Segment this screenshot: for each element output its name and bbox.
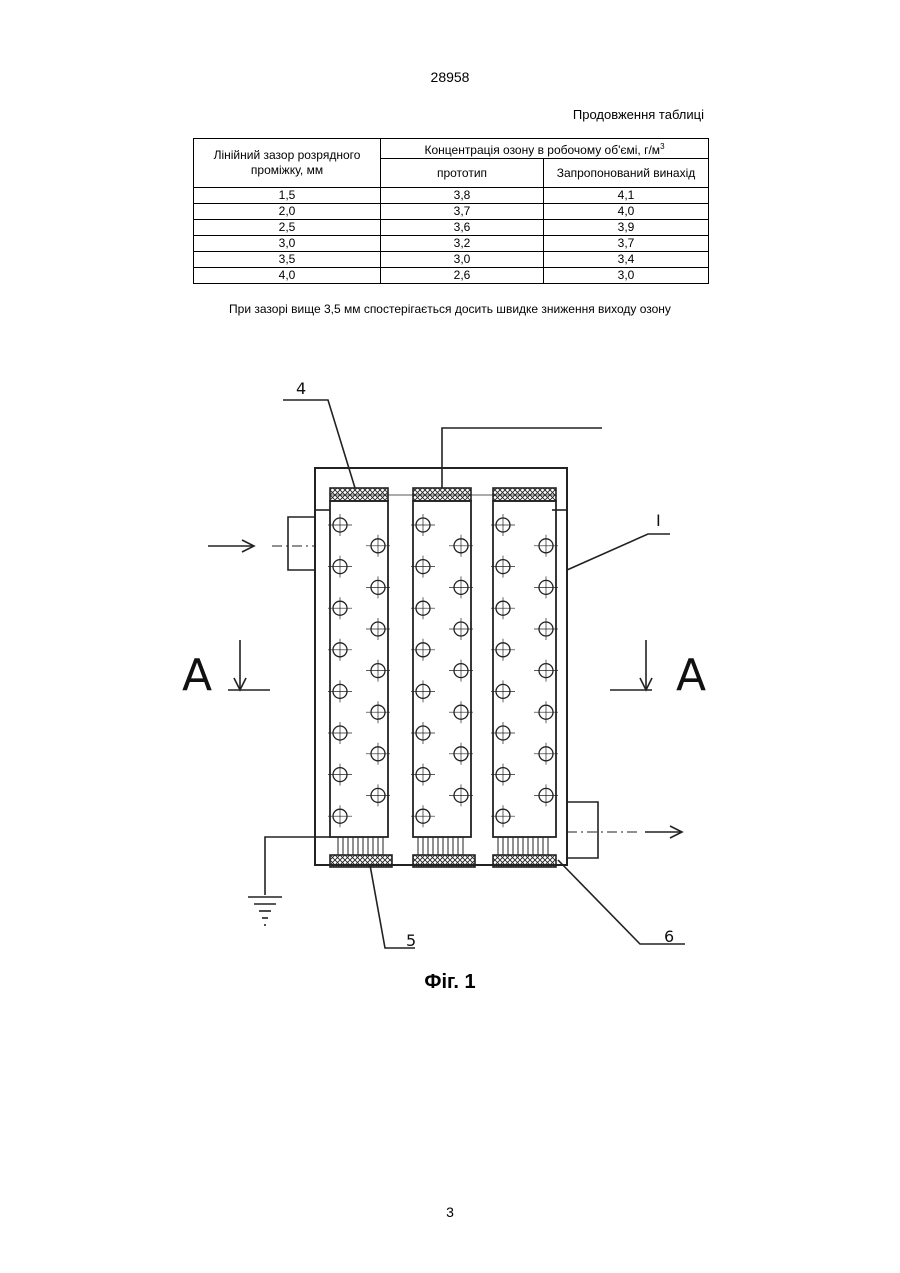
- table-cell: 3,8: [381, 188, 544, 204]
- inlet-pipe: [288, 517, 315, 570]
- table-row: 4,02,63,0: [194, 268, 709, 284]
- table-cell: 3,5: [194, 252, 381, 268]
- electrode-column-1: [330, 501, 388, 837]
- high-voltage-lead: [442, 428, 602, 488]
- table-cell: 3,4: [544, 252, 709, 268]
- outlet-pipe: [567, 802, 598, 858]
- table-cell: 2,6: [381, 268, 544, 284]
- table-continuation-label: Продовження таблиці: [573, 107, 704, 122]
- label-6: 6: [664, 927, 674, 946]
- header-prototype: прототип: [381, 159, 544, 188]
- table-cell: 4,0: [544, 204, 709, 220]
- table-cell: 3,9: [544, 220, 709, 236]
- table-row: 1,53,84,1: [194, 188, 709, 204]
- header-concentration: Концентрація озону в робочому об'ємі, г/…: [381, 139, 709, 159]
- header-gap: Лінійний зазор розрядного проміжку, мм: [194, 139, 381, 188]
- document-number: 28958: [0, 69, 900, 85]
- housing: [315, 468, 567, 865]
- top-plate-1: [330, 488, 388, 501]
- section-label-right: А: [676, 650, 706, 701]
- table-row: 2,53,63,9: [194, 220, 709, 236]
- bottom-plate-1: [330, 855, 392, 867]
- table-cell: 3,7: [381, 204, 544, 220]
- label-1: I: [656, 511, 661, 530]
- electrode-column-3: [493, 501, 556, 837]
- table-cell: 3,0: [381, 252, 544, 268]
- perforation-holes: [328, 514, 558, 827]
- header-invention: Запропонований винахід: [544, 159, 709, 188]
- table-cell: 4,1: [544, 188, 709, 204]
- ground-wire: [265, 837, 315, 895]
- bottom-terminals: [338, 837, 548, 855]
- table-row: 3,53,03,4: [194, 252, 709, 268]
- top-plate-2: [413, 488, 471, 501]
- label-5: 5: [406, 931, 416, 950]
- ozonator-diagram: 4 I 5 6 А А: [170, 370, 730, 970]
- ozone-concentration-table: Лінійний зазор розрядного проміжку, мм К…: [193, 138, 709, 284]
- leader-1: [567, 534, 670, 570]
- note-text: При зазорі вище 3,5 мм спостерігається д…: [0, 302, 900, 316]
- table-cell: 1,5: [194, 188, 381, 204]
- table-cell: 3,0: [194, 236, 381, 252]
- header-concentration-text: Концентрація озону в робочому об'ємі, г/…: [424, 143, 660, 157]
- table-row: 3,03,23,7: [194, 236, 709, 252]
- table-cell: 2,0: [194, 204, 381, 220]
- label-4: 4: [296, 379, 306, 398]
- table-cell: 3,7: [544, 236, 709, 252]
- table-cell: 3,6: [381, 220, 544, 236]
- table-cell: 2,5: [194, 220, 381, 236]
- bottom-plate-3: [493, 855, 556, 867]
- top-plate-3: [493, 488, 556, 501]
- page-number: 3: [0, 1204, 900, 1220]
- table-row: 2,03,74,0: [194, 204, 709, 220]
- section-label-left: А: [182, 650, 212, 701]
- table-cell: 3,0: [544, 268, 709, 284]
- table-cell: 3,2: [381, 236, 544, 252]
- table-body: 1,53,84,12,03,74,02,53,63,93,03,23,73,53…: [194, 188, 709, 284]
- electrode-column-2: [413, 501, 471, 837]
- figure-caption: Фіг. 1: [0, 971, 900, 994]
- header-unit-exponent: 3: [660, 142, 664, 151]
- bottom-plate-2: [413, 855, 475, 867]
- leader-4: [283, 400, 355, 488]
- table-cell: 4,0: [194, 268, 381, 284]
